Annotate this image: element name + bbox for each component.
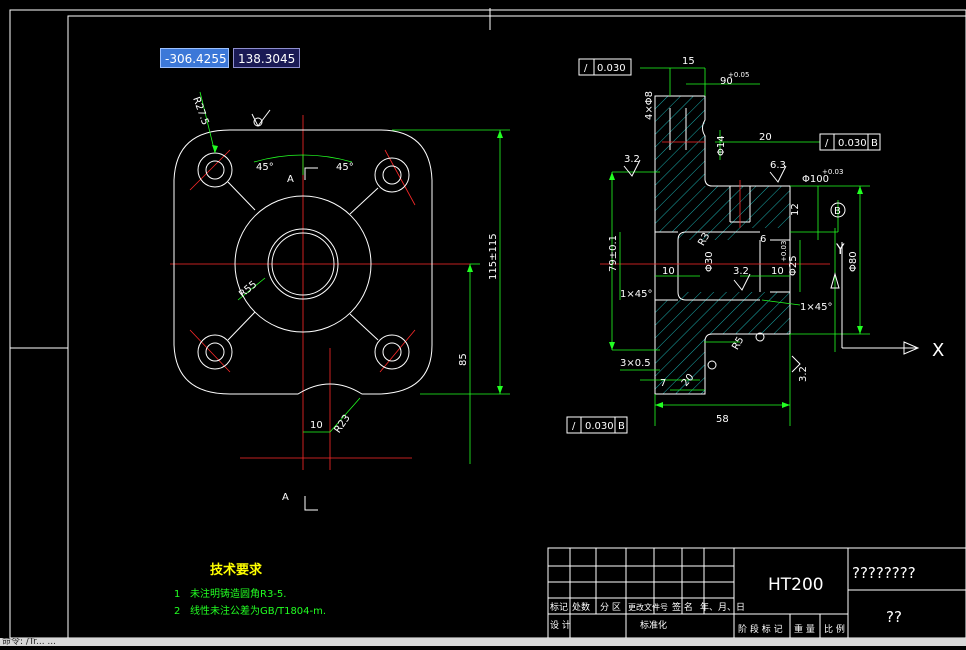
dim-r275: R27.5 — [190, 96, 210, 127]
front-view: A A R27.5 45° 45° R55 115±115 85 10 R23 — [170, 91, 510, 511]
tb-header-0: 标记 — [550, 601, 568, 613]
tol-sym-3: / — [572, 421, 576, 432]
tb-header-1: 处数 — [572, 601, 590, 613]
tol-sym-1: / — [584, 63, 588, 74]
front-dimension-text: R27.5 45° 45° R55 115±115 85 10 R23 — [190, 96, 499, 436]
dim-10b: 10 — [771, 266, 784, 277]
tol-sym-2: / — [825, 138, 829, 149]
datum-b-label: B — [834, 206, 841, 217]
tb-header-5: 年、月、日 — [700, 601, 745, 613]
front-dimension-lines — [199, 91, 510, 464]
tb-stage-1: 重 量 — [794, 623, 815, 635]
datum-b-circle — [830, 202, 846, 218]
tol-datum-2: B — [871, 138, 878, 149]
section-view: B / 0.030 / 0.030 B / 0.030 B 15 90 — [566, 56, 881, 434]
dim-14: Φ14 — [716, 135, 727, 156]
drawing-frame — [9, 8, 966, 639]
tb-stage-2: 比 例 — [824, 623, 845, 635]
dim-3x05: 3×0.5 — [620, 358, 651, 369]
dim-20: 20 — [759, 132, 772, 143]
dim-d85: 85 — [458, 353, 469, 366]
dim-90-tol: +0.05 — [728, 71, 749, 79]
dim-32a: 3.2 — [624, 154, 640, 165]
dim-angle-left: 45° — [256, 162, 274, 173]
front-dimension-arrows — [212, 130, 503, 394]
front-outline — [173, 109, 433, 511]
front-section-label-top: A — [287, 174, 294, 185]
dim-32c: 3.2 — [798, 366, 809, 382]
section-outline — [654, 95, 791, 395]
dim-100-tol: +0.03 — [822, 168, 843, 176]
dim-r23: R23 — [332, 413, 352, 435]
dim-25-tol: +0.03 — [780, 241, 788, 262]
tech-req-text-1: 未注明铸造圆角R3-5. — [190, 587, 286, 600]
drawing-name: ???????? — [852, 564, 916, 582]
tech-req-num-1: 1 — [174, 589, 180, 600]
dim-4holes: 4×Φ8 — [644, 91, 655, 120]
dim-6: 6 — [760, 234, 766, 245]
material-label: HT200 — [768, 575, 824, 595]
section-dimension-arrows — [609, 172, 863, 408]
section-dimension-text: 15 90 +0.05 4×Φ8 Φ14 20 3.2 6.3 Φ100 +0.… — [608, 56, 859, 425]
dim-90: 90 — [720, 76, 733, 87]
dim-25: Φ25 — [788, 255, 799, 276]
section-hatch-lower — [655, 292, 790, 394]
dim-r55: R55 — [237, 279, 259, 300]
dim-7: 7 — [660, 378, 666, 389]
dim-12: 12 — [790, 203, 801, 216]
dim-30: Φ30 — [704, 251, 715, 272]
tb-header-3: 更改文件号 — [628, 602, 668, 612]
datum-b-arrow — [830, 272, 840, 289]
tol-datum-3: B — [618, 421, 625, 432]
tech-requirements: 技术要求 1 未注明铸造圆角R3-5. 2 线性未注公差为GB/T1804-m. — [174, 562, 326, 617]
dim-63: 6.3 — [770, 160, 786, 171]
axis-y-label: Y — [835, 242, 845, 258]
dim-angle-right: 45° — [336, 162, 354, 173]
tol-value-2: 0.030 — [838, 138, 867, 149]
dim-100: Φ100 — [802, 174, 829, 185]
dim-58: 58 — [716, 414, 729, 425]
command-line-text: 命令: /Tr... ... — [2, 638, 57, 646]
tol-value-1: 0.030 — [597, 63, 626, 74]
tb-row-0: 设 计 — [550, 619, 571, 631]
tb-stage-0: 阶 段 标 记 — [738, 623, 783, 635]
tb-header-4: 签 名 — [672, 601, 693, 613]
surface-finish-symbols — [623, 159, 801, 373]
front-center-lines — [170, 115, 470, 470]
dim-79: 79±0.1 — [608, 235, 619, 272]
dim-15: 15 — [682, 56, 695, 67]
dim-d10: 10 — [310, 420, 323, 431]
ucs-axes — [841, 242, 920, 355]
tech-req-text-2: 线性未注公差为GB/T1804-m. — [190, 604, 326, 617]
axis-x-label: X — [932, 340, 944, 361]
drawing-number: ?? — [886, 608, 902, 626]
tolerance-frame-right: / 0.030 B — [819, 133, 881, 151]
cursor-y-coordinate-input[interactable]: 138.3045 — [233, 48, 300, 68]
front-section-label-bottom: A — [282, 492, 289, 503]
dim-10: 10 — [662, 266, 675, 277]
dim-80: Φ80 — [848, 251, 859, 272]
dim-c1-left: 1×45° — [620, 289, 652, 300]
section-center-lines — [600, 141, 830, 265]
section-hatch-upper — [655, 96, 790, 240]
title-block-labels: 标记 处数 分 区 更改文件号 签 名 年、月、日 设 计 标准化 阶 段 标 … — [550, 601, 845, 635]
tech-req-num-2: 2 — [174, 606, 180, 617]
dim-d115: 115±115 — [488, 233, 499, 280]
tb-row-1: 标准化 — [640, 619, 667, 631]
tech-req-title: 技术要求 — [210, 562, 263, 578]
dim-32b: 3.2 — [733, 266, 749, 277]
section-dimension-lines — [611, 67, 870, 426]
tol-value-3: 0.030 — [585, 421, 614, 432]
command-line[interactable]: 命令: /Tr... ... — [0, 638, 966, 646]
dim-c1-right: 1×45° — [800, 302, 832, 313]
tolerance-frame-top: / 0.030 — [578, 58, 632, 76]
tb-header-2: 分 区 — [600, 602, 621, 613]
dim-r5: R5 — [730, 335, 746, 352]
tolerance-frame-bottom: / 0.030 B — [566, 416, 628, 434]
cursor-x-coordinate-input[interactable]: -306.4255 — [160, 48, 229, 68]
